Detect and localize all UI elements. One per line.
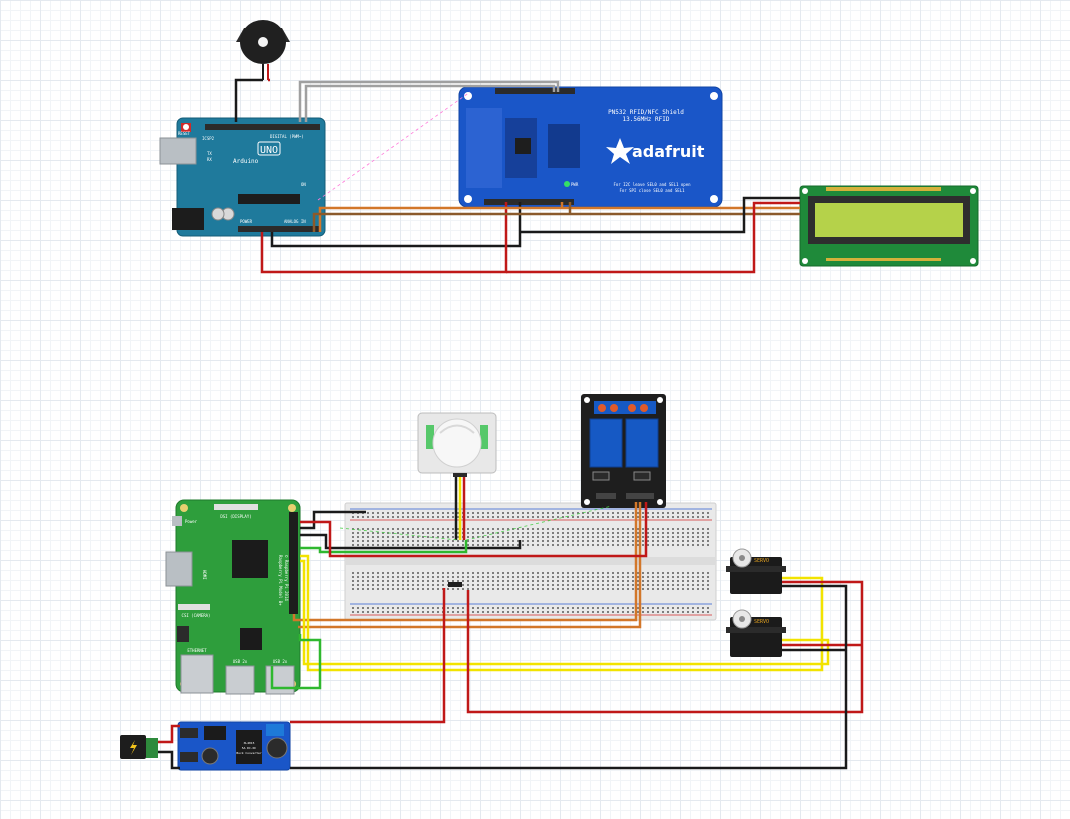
servo-1-label: SERVO <box>754 558 769 564</box>
power-label: POWER <box>240 219 253 224</box>
on-label: ON <box>301 182 306 187</box>
soc-chip <box>232 540 268 578</box>
shield-note-2: For SPI close SEL0 and SEL1 <box>619 188 685 193</box>
piezo-buzzer[interactable] <box>236 20 290 80</box>
pwr-led-label: PWR <box>571 182 579 187</box>
analog-label: ANALOG IN <box>284 219 306 224</box>
bottom-wires <box>158 502 864 770</box>
microcontroller-chip <box>238 194 300 204</box>
buck-line-2: 5A DC-DC <box>242 746 257 750</box>
pir-motion-sensor[interactable] <box>417 412 497 477</box>
arduino-uno-board[interactable]: UNO Arduino ICSP2 RESET DIGITAL (PWM~) P… <box>159 117 326 237</box>
adafruit-brand-label: adafruit <box>632 142 705 161</box>
tx-label: TX <box>207 151 212 156</box>
xl4015-chip <box>236 730 262 764</box>
shield-note-1: For I2C leave SEL0 and SEL1 open <box>613 182 691 187</box>
dc-barrel-jack[interactable] <box>120 735 158 759</box>
buck-line-3: Buck Converter <box>236 751 261 755</box>
reset-label: RESET <box>178 131 191 136</box>
pi-copyright-label: © Raspberry Pi 2014 <box>284 555 289 601</box>
power-bolt-icon <box>130 740 137 755</box>
adafruit-flower-icon <box>606 138 634 164</box>
hdmi-label: HDMI <box>202 570 207 580</box>
buck-converter[interactable]: XL4015 5A DC-DC Buck Converter <box>177 721 291 771</box>
pn532-nfc-shield[interactable]: PWR PN532 RFID/NFC Shield 13.56MHz RFID … <box>458 86 723 208</box>
relay-1 <box>589 418 623 468</box>
arduino-brand-label: UNO <box>260 145 278 156</box>
pi-model-label: Raspberry Pi Model B+ <box>278 555 283 606</box>
proto-grid <box>466 108 502 188</box>
relay-module-2ch[interactable] <box>581 394 666 508</box>
analog-header <box>238 226 320 232</box>
digital-header <box>205 124 320 130</box>
shield-subtitle: 13.56MHz RFID <box>623 116 670 123</box>
top-wires <box>234 78 800 274</box>
buck-line-1: XL4015 <box>244 741 255 745</box>
pir-wires <box>454 477 466 540</box>
ethernet-label: ETHERNET <box>187 648 207 653</box>
icsp-label: ICSP2 <box>202 136 215 141</box>
digital-label: DIGITAL (PWM~) <box>270 134 304 139</box>
raspberry-pi-board[interactable]: DSI (DISPLAY) HDMI CSI (CAMERA) ETHERNET… <box>165 499 301 695</box>
usb1-label: USB 2x <box>233 659 248 664</box>
rx-label: RX <box>207 157 212 162</box>
csi-label: CSI (CAMERA) <box>182 613 211 618</box>
usb2-label: USB 2x <box>273 659 288 664</box>
servo-2-label: SERVO <box>754 619 769 625</box>
power-label: Power <box>185 519 198 524</box>
lcd-16x2-display[interactable] <box>799 185 979 267</box>
servo-motor-2[interactable]: SERVO <box>726 609 786 657</box>
shield-title: PN532 RFID/NFC Shield <box>608 109 684 116</box>
arduino-maker-label: Arduino <box>233 158 259 165</box>
pn532-chip <box>515 138 531 154</box>
diode <box>448 582 462 587</box>
breadboard[interactable] <box>344 502 717 621</box>
servo-motor-1[interactable]: SERVO <box>726 548 786 594</box>
relay-2 <box>625 418 659 468</box>
dsi-label: DSI (DISPLAY) <box>220 514 251 519</box>
gpio-header <box>289 512 298 614</box>
lcd-screen <box>815 203 963 237</box>
